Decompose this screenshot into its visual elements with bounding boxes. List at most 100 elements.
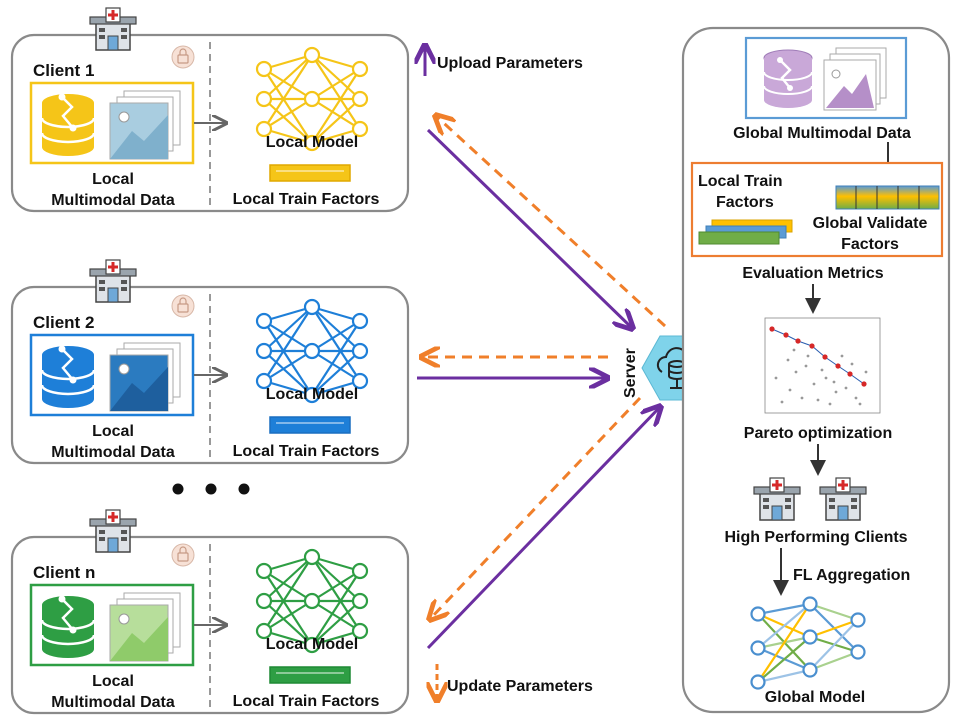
pareto-front-point	[809, 343, 815, 349]
server-panel: Global Multimodal Data Local Train Facto…	[681, 26, 951, 714]
network-node	[351, 372, 369, 390]
network-node	[303, 342, 321, 360]
network-node	[303, 386, 321, 404]
data-label: Local	[92, 171, 134, 188]
client-title: Client 1	[33, 61, 94, 80]
pareto-dominated-point	[804, 364, 808, 368]
network-edge	[757, 603, 811, 649]
data-label: Local	[92, 673, 134, 690]
pareto-dominated-point	[824, 376, 828, 380]
train-factors-bar	[269, 416, 351, 434]
hospital-icon	[89, 259, 137, 303]
lock-icon	[171, 294, 195, 318]
network-node	[802, 662, 818, 678]
data-label: Multimodal Data	[51, 694, 175, 711]
network-node	[850, 644, 866, 660]
network-node	[802, 629, 818, 645]
network-edge	[809, 602, 859, 622]
factors-label: Local Train Factors	[233, 443, 380, 460]
data-label: Local	[92, 423, 134, 440]
network-node	[750, 606, 766, 622]
network-node	[850, 612, 866, 628]
image-stack-icon	[109, 342, 181, 412]
svg-text:Upload Parameters: Upload Parameters	[437, 55, 583, 72]
pareto-dominated-point	[832, 380, 836, 384]
pareto-dominated-point	[858, 402, 862, 406]
pareto-dominated-point	[864, 370, 868, 374]
data-label: Multimodal Data	[51, 444, 175, 461]
svg-text:Local Train: Local Train	[698, 173, 782, 190]
svg-text:Update Parameters: Update Parameters	[447, 678, 593, 695]
pareto-dominated-point	[812, 382, 816, 386]
train-factors-bar	[269, 164, 351, 182]
svg-text:Global Validate: Global Validate	[813, 215, 928, 232]
local-model-network	[255, 46, 369, 152]
network-edge	[757, 636, 811, 683]
svg-text:Global Multimodal Data: Global Multimodal Data	[733, 125, 911, 142]
svg-text:High Performing Clients: High Performing Clients	[724, 529, 907, 546]
network-node	[255, 592, 273, 610]
network-node	[303, 636, 321, 654]
network-node	[351, 342, 369, 360]
pareto-front-point	[822, 354, 828, 360]
pareto-dominated-point	[816, 398, 820, 402]
svg-text:Evaluation Metrics: Evaluation Metrics	[742, 265, 883, 282]
svg-text:Factors: Factors	[841, 236, 899, 253]
network-node	[351, 90, 369, 108]
client-title: Client 2	[33, 313, 94, 332]
network-node	[351, 592, 369, 610]
pareto-front-point	[795, 338, 801, 344]
network-node	[351, 622, 369, 640]
network-edge	[809, 650, 859, 672]
pareto-dominated-point	[840, 354, 844, 358]
pareto-dominated-point	[834, 390, 838, 394]
lock-icon	[171, 45, 195, 69]
network-node	[351, 562, 369, 580]
svg-text:Pareto optimization: Pareto optimization	[744, 425, 892, 442]
network-node	[351, 60, 369, 78]
lock-icon	[171, 543, 195, 567]
pareto-dominated-point	[800, 396, 804, 400]
more-clients-ellipsis	[172, 483, 250, 495]
network-node	[255, 120, 273, 138]
pareto-dominated-point	[806, 354, 810, 358]
network-node	[351, 120, 369, 138]
train-factors-bar	[269, 666, 351, 684]
global-image-stack-icon	[823, 47, 887, 111]
network-edge	[757, 668, 811, 684]
network-node	[255, 60, 273, 78]
client-title: Client n	[33, 563, 95, 582]
upload-arrows	[417, 128, 660, 650]
global-database-icon	[763, 49, 813, 108]
network-edge	[809, 619, 859, 671]
pareto-dominated-point	[850, 362, 854, 366]
database-icon	[40, 93, 96, 156]
pareto-dominated-point	[774, 376, 778, 380]
pareto-front-point	[769, 326, 775, 332]
network-node	[802, 596, 818, 612]
network-edge	[757, 603, 811, 683]
upload-legend: Upload Parameters	[425, 46, 583, 76]
pareto-dominated-point	[828, 402, 832, 406]
svg-text:FL Aggregation: FL Aggregation	[793, 567, 910, 584]
pareto-front-point	[835, 363, 841, 369]
network-edges	[263, 305, 361, 397]
network-node	[750, 640, 766, 656]
network-node	[303, 548, 321, 566]
model-label: Local Model	[266, 636, 358, 653]
network-node	[255, 622, 273, 640]
network-node	[255, 342, 273, 360]
network-edge	[809, 618, 859, 639]
pareto-dominated-point	[780, 400, 784, 404]
server-label: Server	[622, 348, 639, 398]
network-node	[303, 46, 321, 64]
pareto-dominated-point	[854, 396, 858, 400]
svg-text:Global Model: Global Model	[765, 689, 865, 706]
network-node	[255, 372, 273, 390]
hospital-icon	[89, 7, 137, 51]
local-model-network	[255, 298, 369, 404]
network-node	[303, 90, 321, 108]
local-model-network	[255, 548, 369, 654]
